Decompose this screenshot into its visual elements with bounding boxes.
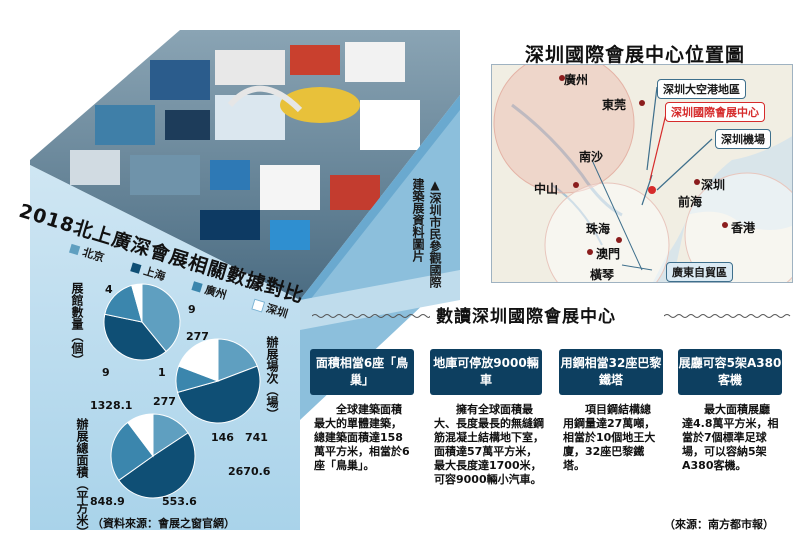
fact-heading: 用鋼相當32座巴黎鐵塔: [559, 349, 663, 395]
pie1-slice-1: [103, 313, 167, 361]
pie2-slice-3: [178, 338, 219, 382]
photo-caption: ▲深圳市民參觀國際建築展資料圖片: [411, 178, 442, 288]
map-place-nansha: 南沙: [579, 150, 604, 164]
pie2-label-b: 277: [153, 395, 176, 408]
callout-convention-center: 深圳國際會展中心: [665, 102, 765, 122]
left-source-note: （資料來源：會展之窗官網）: [92, 517, 235, 530]
fact-heading: 地庫可停放9000輛車: [430, 349, 542, 395]
callout-free-trade-zone: 廣東自貿區: [666, 262, 733, 282]
pie1-slice-2: [104, 284, 143, 323]
pie3-title: 辦展總面積（平方米）: [75, 418, 89, 538]
right-source-note: （來源：南方都市報）: [664, 518, 774, 531]
map-place-shenzhen: 深圳: [701, 178, 726, 192]
fact-body: 最大面積展廳達4.8萬平方米，相當於7個標準足球場，可以容納5架A380客機。: [682, 403, 779, 472]
pie1-label-d: 1: [158, 366, 166, 379]
pie3-slice-1: [118, 432, 196, 499]
map-graphic: [492, 65, 792, 282]
booth-shapes: [70, 42, 420, 250]
map-place-zhuhai: 珠海: [586, 222, 611, 236]
title-wave-right: [664, 314, 791, 318]
pie2-label-a: 277: [186, 330, 209, 343]
title-wave-left: [312, 314, 430, 318]
pie1-slice-3: [131, 283, 143, 323]
facts-title: 數讀深圳國際會展中心: [436, 307, 616, 327]
pie3-label-c: 848.9: [90, 495, 125, 508]
callout-shenzhen-airport: 深圳機場: [715, 129, 771, 149]
fact-body: 擁有全球面積最大、長度最長的無縫鋼筋混凝土結構地下室，面積達57萬平方米，最大長…: [434, 403, 544, 486]
fact-card-parking: 地庫可停放9000輛車 擁有全球面積最大、長度最長的無縫鋼筋混凝土結構地下室，面…: [424, 343, 548, 510]
fact-heading: 面積相當6座「鳥巢」: [310, 349, 414, 395]
pie2-label-c: 146: [211, 431, 234, 444]
callout-airport-area: 深圳大空港地區: [657, 79, 746, 99]
fact-card-hall: 展廳可容5架A380客機 最大面積展廳達4.8萬平方米，相當於7個標準足球場，可…: [672, 343, 788, 510]
pie3-slice-2: [110, 421, 154, 482]
pie2-slice-1: [176, 365, 261, 424]
fact-body: 項目鋼結構總用鋼量達27萬噸，相當於10個地王大廈，32座巴黎鐵塔。: [563, 403, 656, 472]
pie3-slice-3: [127, 413, 154, 458]
map-place-qianhai: 前海: [678, 195, 703, 209]
location-map: 廣州 東莞 南沙 中山 珠海 澳門 橫琴 前海 深圳 香港 深圳大空港地區 深圳…: [491, 64, 793, 283]
map-place-guangzhou: 廣州: [564, 73, 589, 87]
map-place-dongguan: 東莞: [602, 98, 627, 112]
fact-heading: 展廳可容5架A380客機: [678, 349, 782, 395]
pie1-label-a: 4: [105, 283, 113, 296]
pie2-title: 辦展場次（場）: [265, 336, 279, 420]
pie3-label-b: 2670.6: [228, 465, 271, 478]
map-place-zhongshan: 中山: [534, 182, 559, 196]
map-place-hongkong: 香港: [731, 221, 756, 235]
pie2-slice-0: [217, 338, 258, 382]
pie1-label-c: 9: [102, 366, 110, 379]
pie3-label-a: 1328.1: [90, 399, 133, 412]
map-place-hengqin: 橫琴: [590, 268, 615, 282]
pie1-label-b: 9: [188, 303, 196, 316]
map-place-macau: 澳門: [596, 247, 621, 261]
fact-body: 全球建築面積最大的單體建築，總建築面積達158萬平方米，相當於6座「鳥巢」。: [314, 403, 410, 472]
pie1-slice-0: [141, 283, 181, 353]
fact-card-area: 面積相當6座「鳥巢」 全球建築面積最大的單體建築，總建築面積達158萬平方米，相…: [304, 343, 420, 510]
pie1-title: 展館數量（個）: [70, 282, 84, 366]
pie3-label-d: 553.6: [162, 495, 197, 508]
map-title: 深圳國際會展中心位置圖: [525, 44, 746, 66]
fact-card-steel: 用鋼相當32座巴黎鐵塔 項目鋼結構總用鋼量達27萬噸，相當於10個地王大廈，32…: [553, 343, 669, 510]
pie2-label-d: 741: [245, 431, 268, 444]
